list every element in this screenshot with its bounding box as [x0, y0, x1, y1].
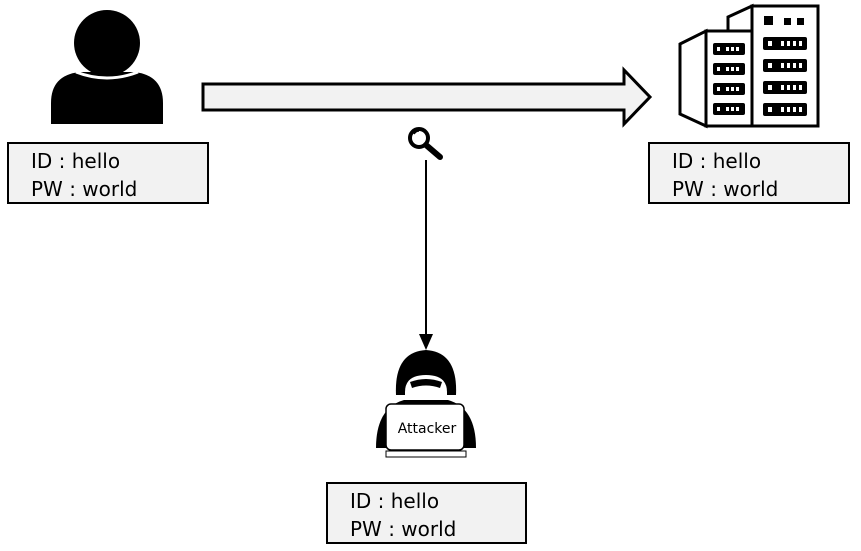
user-pw-line: PW : world	[31, 177, 138, 201]
attacker-credentials-box: ID : hello PW : world	[326, 482, 527, 544]
intercept-arrow	[419, 160, 433, 350]
attacker-id-line: ID : hello	[350, 489, 440, 513]
user-credentials-box: ID : hello PW : world	[7, 142, 209, 204]
transmission-arrow	[201, 66, 653, 128]
user-id-line: ID : hello	[31, 149, 121, 173]
server-pw-line: PW : world	[672, 177, 779, 201]
attacker-label: Attacker	[398, 421, 457, 437]
user-icon	[51, 10, 163, 124]
hooded-hacker-icon: Attacker	[376, 350, 476, 458]
server-credentials-box: ID : hello PW : world	[648, 142, 850, 204]
server-building-icon	[678, 3, 820, 129]
magnifying-glass-icon	[408, 127, 443, 160]
server-id-line: ID : hello	[672, 149, 762, 173]
attacker-pw-line: PW : world	[350, 517, 457, 541]
